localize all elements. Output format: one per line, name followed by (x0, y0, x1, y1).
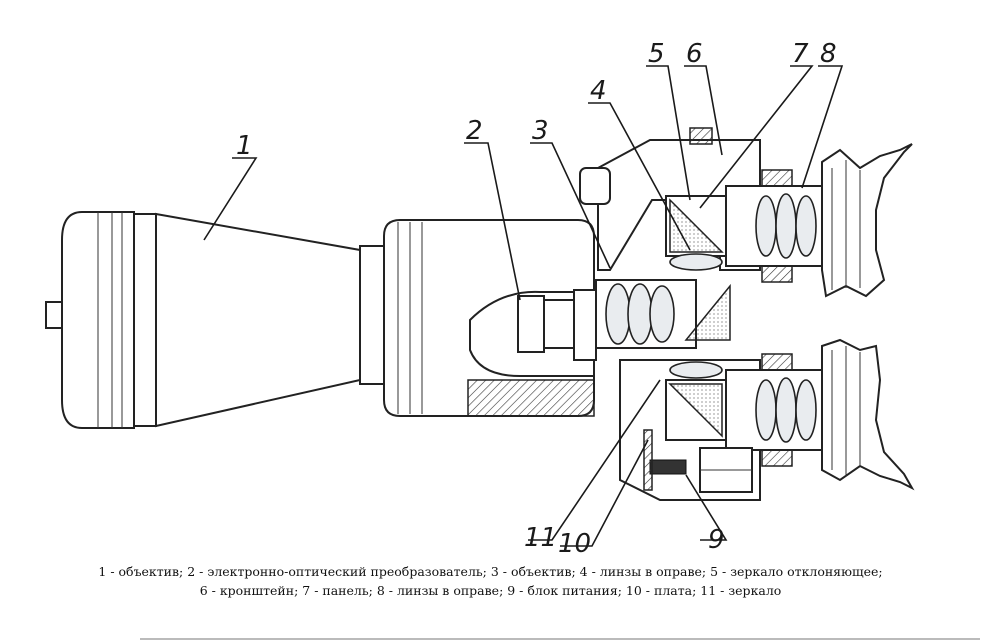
figure-caption: 1 - объектив; 2 - электронно-оптический … (0, 562, 981, 600)
callout-1: 1 (236, 131, 253, 161)
callout-8: 8 (820, 39, 837, 69)
objective-lens-3 (595, 279, 731, 349)
eyepiece-lenses-8-lower (725, 338, 915, 491)
callout-6: 6 (686, 39, 703, 69)
callout-2: 2 (466, 116, 483, 146)
power-supply-9 (699, 447, 753, 493)
leader-lines (203, 65, 844, 547)
callout-10: 10 (558, 529, 591, 559)
callout-11: 11 (524, 523, 557, 553)
caption-line-1: 1 - объектив; 2 - электронно-оптический … (98, 564, 883, 579)
callout-7: 7 (792, 39, 809, 69)
eyepiece-lenses-8-upper (725, 143, 913, 298)
callout-9: 9 (708, 525, 725, 555)
image-intensifier-2 (383, 219, 597, 417)
board-10 (643, 429, 653, 491)
lenses-in-mount-4 (665, 195, 727, 441)
caption-line-2: 6 - кронштейн; 7 - панель; 8 - линзы в о… (199, 583, 782, 598)
objective-lens-1 (45, 211, 385, 429)
callout-5: 5 (648, 39, 665, 69)
callout-3: 3 (532, 116, 549, 146)
callout-4: 4 (590, 76, 607, 106)
bottom-divider (140, 638, 980, 640)
